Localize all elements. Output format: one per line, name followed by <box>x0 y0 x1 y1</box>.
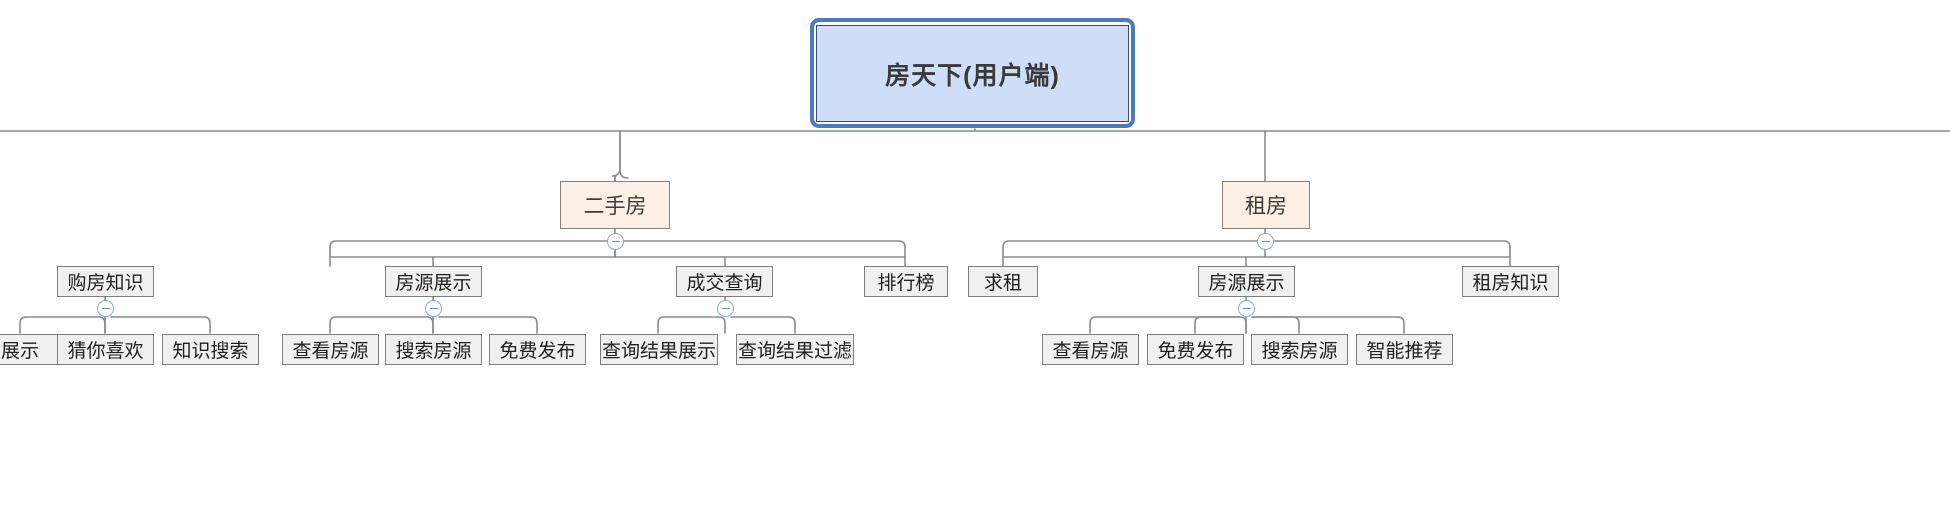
node-label: 成交查询 <box>686 273 763 294</box>
node-租房知识[interactable]: 租房知识 <box>1462 266 1559 297</box>
node-label: 购房知识 <box>67 273 144 294</box>
node-二手房[interactable]: 二手房 <box>560 181 670 229</box>
node-免费发布-租房[interactable]: 免费发布 <box>1147 334 1244 365</box>
node-label: 租房 <box>1245 195 1287 218</box>
node-排行榜[interactable]: 排行榜 <box>864 266 948 297</box>
node-搜索房源-租房[interactable]: 搜索房源 <box>1251 334 1348 365</box>
collapse-toggle-房源展示-二手房-minus-circle-icon[interactable] <box>425 300 442 317</box>
node-label: 免费发布 <box>1157 341 1234 362</box>
node-label: 二手房 <box>583 195 647 218</box>
node-label: 查看房源 <box>1052 341 1129 362</box>
node-成交查询[interactable]: 成交查询 <box>676 266 773 297</box>
node-label: 房源展示 <box>1208 273 1285 294</box>
collapse-toggle-购房知识-minus-circle-icon[interactable] <box>97 300 114 317</box>
node-label: 猜你喜欢 <box>67 341 144 362</box>
collapse-toggle-租房-minus-circle-icon[interactable] <box>1257 233 1274 250</box>
node-租房[interactable]: 租房 <box>1222 181 1310 229</box>
node-label: 求租 <box>983 273 1022 294</box>
node-展示[interactable]: 展示 <box>0 334 62 365</box>
collapse-toggle-二手房-minus-circle-icon[interactable] <box>607 233 624 250</box>
node-root-label: 房天下(用户端) <box>885 61 1060 90</box>
node-房源展示-租房[interactable]: 房源展示 <box>1198 266 1295 297</box>
node-label: 搜索房源 <box>1261 341 1338 362</box>
node-智能推荐[interactable]: 智能推荐 <box>1356 334 1453 365</box>
node-label: 展示 <box>0 341 39 362</box>
node-label: 租房知识 <box>1472 273 1549 294</box>
node-label: 排行榜 <box>877 273 935 294</box>
node-label: 房源展示 <box>395 273 472 294</box>
node-求租[interactable]: 求租 <box>968 266 1038 297</box>
collapse-toggle-成交查询-minus-circle-icon[interactable] <box>717 300 734 317</box>
node-搜索房源-二手房[interactable]: 搜索房源 <box>385 334 482 365</box>
node-知识搜索[interactable]: 知识搜索 <box>162 334 259 365</box>
node-label: 智能推荐 <box>1366 341 1443 362</box>
collapse-toggle-房源展示-租房-minus-circle-icon[interactable] <box>1238 300 1255 317</box>
node-label: 查询结果展示 <box>601 341 716 362</box>
node-查询结果过滤[interactable]: 查询结果过滤 <box>736 334 854 365</box>
node-查看房源-租房[interactable]: 查看房源 <box>1042 334 1139 365</box>
node-root[interactable]: 房天下(用户端) <box>816 25 1129 122</box>
node-猜你喜欢[interactable]: 猜你喜欢 <box>57 334 154 365</box>
node-购房知识[interactable]: 购房知识 <box>57 266 154 297</box>
node-label: 免费发布 <box>499 341 576 362</box>
node-label: 搜索房源 <box>395 341 472 362</box>
node-label: 查看房源 <box>292 341 369 362</box>
node-免费发布-二手房[interactable]: 免费发布 <box>489 334 586 365</box>
node-label: 知识搜索 <box>172 341 249 362</box>
node-房源展示-二手房[interactable]: 房源展示 <box>385 266 482 297</box>
root-selection-outline <box>810 18 1135 128</box>
node-查询结果展示[interactable]: 查询结果展示 <box>600 334 718 365</box>
node-查看房源-二手房[interactable]: 查看房源 <box>282 334 379 365</box>
node-label: 查询结果过滤 <box>737 341 852 362</box>
